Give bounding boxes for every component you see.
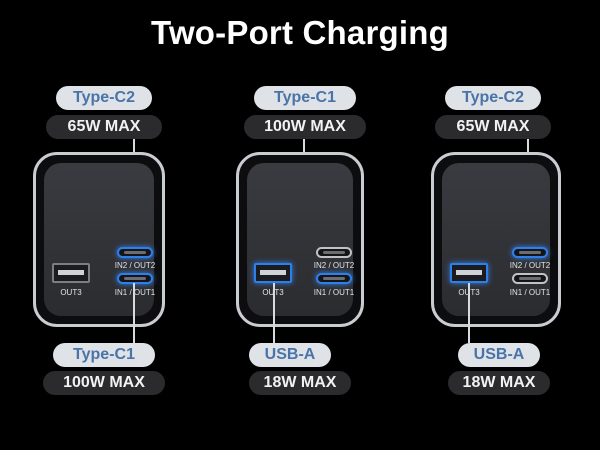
connector-line-bottom [133,283,135,343]
top-port-label: Type-C2 [445,86,541,110]
port-label-out3: OUT3 [60,288,82,297]
connector-line-bottom [273,283,275,343]
port-label-in2-out2: IN2 / OUT2 [509,261,551,270]
port-label-in2-out2: IN2 / OUT2 [114,261,156,270]
usb-c-port-in1-out1 [316,273,352,284]
top-power-label: 65W MAX [435,115,551,139]
usb-c-port-in1-out1 [512,273,548,284]
usb-a-port-out3 [450,263,488,283]
charger-body: OUT3 IN2 / OUT2 IN1 / OUT1 [431,152,561,327]
scenario-1: Type-C2 65W MAX OUT3 IN2 / OUT2 IN1 / OU… [20,0,180,450]
bottom-power-label: 100W MAX [43,371,165,395]
usb-a-port-out3 [52,263,90,283]
bottom-port-label: USB-A [458,343,540,367]
charger-body: OUT3 IN2 / OUT2 IN1 / OUT1 [236,152,364,327]
top-port-label: Type-C2 [56,86,152,110]
charger-face: OUT3 IN2 / OUT2 IN1 / OUT1 [44,163,156,316]
usb-c-port-in2-out2 [316,247,352,258]
top-power-label: 100W MAX [244,115,366,139]
page-title: Two-Port Charging [151,14,449,51]
connector-line-bottom [468,283,470,343]
charger-body: OUT3 IN2 / OUT2 IN1 / OUT1 [33,152,165,327]
port-label-in2-out2: IN2 / OUT2 [313,261,355,270]
top-power-label: 65W MAX [46,115,162,139]
scenario-3: Type-C2 65W MAX OUT3 IN2 / OUT2 IN1 / OU… [420,0,580,450]
bottom-power-label: 18W MAX [448,371,550,395]
top-port-label: Type-C1 [254,86,356,110]
usb-a-port-out3 [254,263,292,283]
port-label-in1-out1: IN1 / OUT1 [114,288,156,297]
scenario-2: Type-C1 100W MAX OUT3 IN2 / OUT2 IN1 / O… [220,0,380,450]
bottom-port-label: USB-A [249,343,331,367]
usb-c-port-in2-out2 [117,247,153,258]
port-label-in1-out1: IN1 / OUT1 [509,288,551,297]
port-label-in1-out1: IN1 / OUT1 [313,288,355,297]
usb-c-port-in1-out1 [117,273,153,284]
charger-face: OUT3 IN2 / OUT2 IN1 / OUT1 [442,163,550,316]
bottom-power-label: 18W MAX [249,371,351,395]
bottom-port-label: Type-C1 [53,343,155,367]
usb-c-port-in2-out2 [512,247,548,258]
charger-face: OUT3 IN2 / OUT2 IN1 / OUT1 [247,163,355,316]
